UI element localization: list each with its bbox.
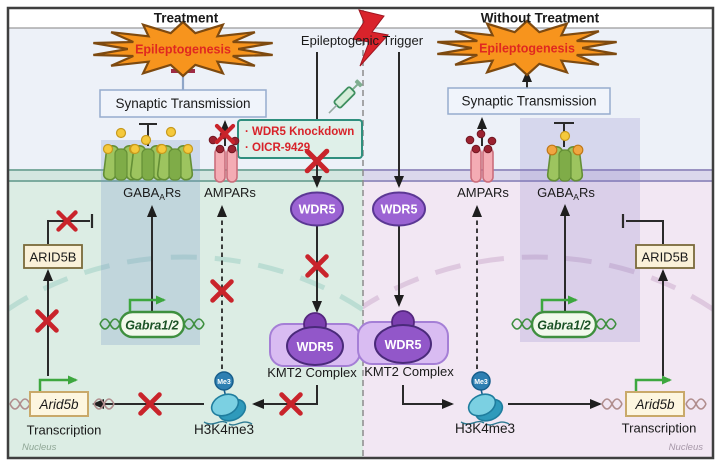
gabra-gene-pill-right: [530, 310, 598, 339]
ampar-ligands-right: [465, 129, 497, 154]
trigger-label: Epileptogenic Trigger: [301, 33, 424, 48]
gaba-label-sub: A: [159, 192, 165, 202]
synaptic-transmission-box-right: [447, 87, 611, 115]
epileptogenesis-label-left: Epileptogenesis: [135, 43, 231, 57]
gaba-label-left: GABAARs: [123, 185, 181, 202]
gaba-label-pre: GABA: [537, 185, 573, 200]
gaba-ligands-left: [102, 126, 194, 155]
me3-label-left: Me3: [217, 379, 231, 386]
lightning-bolt-icon: [352, 9, 389, 67]
h3k4me3-label-left: H3K4me3: [194, 422, 254, 437]
synaptic-label-left: Synaptic Transmission: [115, 96, 250, 111]
kmt2-wdr5-label-right: WDR5: [385, 338, 422, 352]
kmt2-wdr5-label-left: WDR5: [297, 340, 334, 354]
labels: Treatment Without Treatment Epileptogeni…: [22, 11, 703, 454]
kmt2-to-h3k4me3-arrow-left: [252, 385, 318, 409]
gabra-gene-label-left: Gabra1/2: [125, 319, 179, 333]
gaba-label-post: Rs: [579, 185, 595, 200]
wdr5-oval-label-right: WDR5: [381, 203, 418, 217]
ampar-label-left: AMPARs: [204, 185, 256, 200]
connectors-right: [394, 52, 668, 409]
me3-ball-left: [214, 371, 234, 391]
gaba-ligands-right: [546, 130, 584, 156]
epileptogenesis-label-right: Epileptogenesis: [479, 42, 575, 56]
intervention-line1: · WDR5 Knockdown: [245, 126, 354, 138]
arid5b-inhibition-elbow-right: [626, 220, 664, 244]
background-zones: [8, 8, 713, 458]
gaba-label-pre: GABA: [123, 185, 159, 200]
me3-label-right: Me3: [474, 379, 488, 386]
panel-title-treatment: Treatment: [154, 11, 219, 26]
gaba-label-post: Rs: [165, 185, 181, 200]
wdr5-oval-left: [290, 191, 344, 227]
arid5b-gene-box-left: [29, 391, 89, 417]
transcription-label-left: Transcription: [27, 423, 102, 438]
promoter-arrow-gabra-left: [128, 295, 166, 311]
promoter-arrow-gabra-right: [540, 295, 578, 311]
panel-title-without-treatment: Without Treatment: [481, 11, 600, 26]
me3-ball-right: [471, 371, 491, 391]
gaba-label-right: GABAARs: [537, 185, 595, 202]
synaptic-label-right: Synaptic Transmission: [461, 94, 596, 109]
shapes-left: [9, 20, 365, 426]
kmt2-to-h3k4me3-arrow-right: [402, 385, 454, 409]
nucleus-envelope-left: [8, 254, 363, 313]
gaba-label-sub: A: [573, 192, 579, 202]
ampar-label-right: AMPARs: [457, 185, 509, 200]
shapes-right: [357, 19, 707, 426]
epileptogenesis-starburst-right: [437, 19, 617, 77]
synaptic-transmission-box-left: [99, 89, 267, 118]
arid5b-protein-label-left: ARID5B: [30, 250, 77, 265]
gabra-gene-pill-left: [118, 310, 186, 339]
kmt2-label-right: KMT2 Complex: [364, 364, 454, 379]
arid5b-gene-label-right: Arid5b: [634, 397, 675, 412]
gabra-gene-label-right: Gabra1/2: [537, 319, 591, 333]
nucleus-envelope-right: [363, 254, 713, 313]
promoter-arrow-arid5b-left: [38, 375, 78, 391]
transcription-label-right: Transcription: [622, 421, 697, 436]
h3k4me3-label-right: H3K4me3: [455, 421, 515, 436]
wdr5-oval-right: [372, 191, 426, 227]
nucleus-label-left: Nucleus: [22, 442, 57, 453]
arid5b-gene-box-right: [625, 391, 685, 417]
intervention-line2: · OICR-9429: [245, 142, 310, 154]
membrane-right: [363, 169, 713, 182]
arid5b-inhibition-elbow-left: [47, 220, 90, 244]
wdr5-oval-label-left: WDR5: [299, 203, 336, 217]
arid5b-protein-box-left: [23, 244, 83, 269]
diagram-frame: [6, 6, 715, 460]
arid5b-gene-label-left: Arid5b: [38, 397, 79, 412]
promoter-arrow-arid5b-right: [634, 375, 672, 391]
arid5b-protein-label-right: ARID5B: [642, 250, 689, 265]
nucleus-label-right: Nucleus: [669, 442, 704, 453]
kmt2-label-left: KMT2 Complex: [267, 365, 357, 380]
epileptogenesis-starburst-left: [93, 20, 273, 78]
arid5b-protein-box-right: [635, 244, 695, 269]
